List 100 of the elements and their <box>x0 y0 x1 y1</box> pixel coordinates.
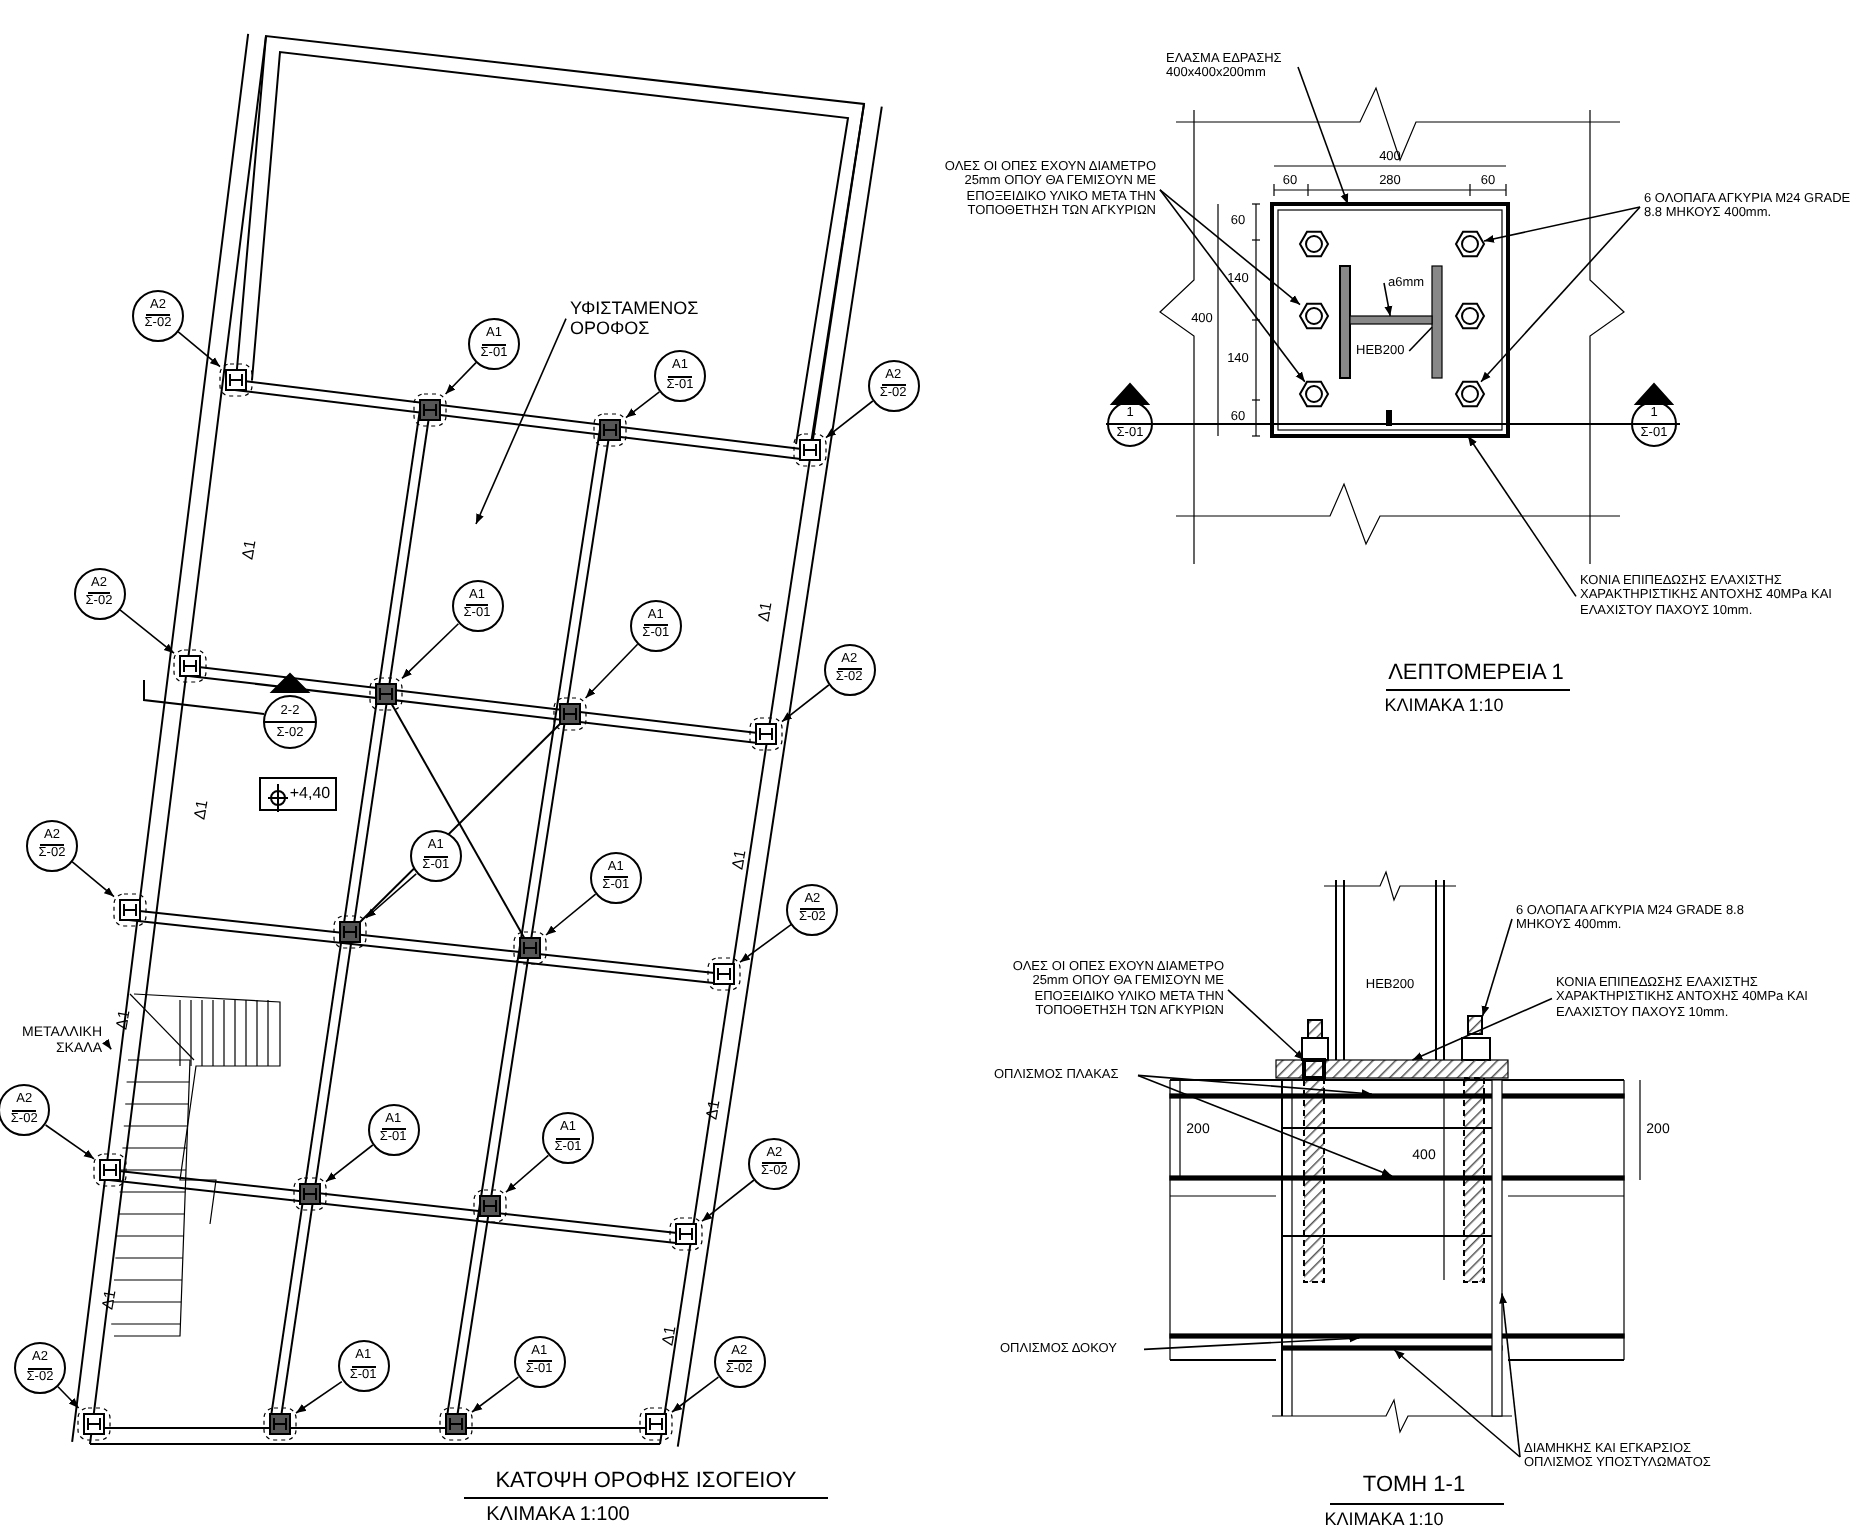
leader-line <box>739 923 793 963</box>
beam-tag: Δ1 <box>660 1324 680 1348</box>
leader-line <box>1137 1074 1373 1098</box>
leader-line <box>781 684 830 723</box>
steel-column <box>113 893 147 927</box>
leader-line <box>44 1124 95 1160</box>
leader-line <box>1393 1349 1521 1458</box>
bolt-hole <box>1302 1058 1326 1080</box>
detail-callout-bubble <box>14 1342 66 1394</box>
leader-line <box>444 361 477 395</box>
steel-column <box>93 1153 127 1187</box>
leader-line <box>1383 282 1393 317</box>
leader-line <box>505 1154 550 1193</box>
steel-column <box>219 363 253 397</box>
steel-column <box>439 1407 473 1441</box>
detail-callout-bubble <box>542 1112 594 1165</box>
detail-callout-bubble <box>73 567 125 620</box>
beam-tag: Δ1 <box>756 600 776 624</box>
steel-column <box>333 915 367 949</box>
leader-line <box>471 1376 520 1413</box>
detail-callout-bubble <box>367 1103 420 1155</box>
leader-line <box>71 860 115 898</box>
drawing-title: ΚΑΤΟΨΗ ΟΡΟΦΗΣ ΙΣΟΓΕΙΟΥ <box>495 1471 797 1493</box>
base-plate <box>1270 202 1510 438</box>
steel-column <box>263 1407 297 1441</box>
beam-tag: Δ1 <box>240 538 260 562</box>
drawing-title: ΛΕΠΤΟΜΕΡΕΙΑ 1 <box>1388 663 1564 685</box>
detail-callout-bubble <box>337 1340 390 1393</box>
anchor-nut <box>1454 302 1486 330</box>
leader-line <box>1499 1292 1521 1458</box>
leader-line <box>401 623 460 680</box>
level-value: +4,40 <box>289 786 331 802</box>
anchor-nut <box>1454 230 1486 258</box>
beam-tag: Δ1 <box>114 1008 134 1032</box>
leader-line <box>1481 918 1513 1017</box>
leader-line <box>57 1386 80 1409</box>
steel-column <box>473 1189 507 1223</box>
anchor-nut <box>1461 1015 1491 1061</box>
detail-callout-bubble <box>713 1335 766 1388</box>
leader-line <box>1467 435 1577 598</box>
reinforcement-bar <box>1491 1079 1503 1417</box>
leader-line <box>625 391 661 419</box>
detail-callout-bubble <box>589 851 642 904</box>
beam-tag: Δ1 <box>730 848 750 872</box>
anchor-nut <box>1298 230 1330 258</box>
detail-callout-bubble <box>654 350 706 402</box>
detail-callout-bubble <box>823 643 876 695</box>
leader-line <box>1480 206 1641 383</box>
scale-label: ΚΛΙΜΑΚΑ 1:100 <box>486 1506 630 1526</box>
leader-line <box>325 1144 374 1183</box>
leader-line <box>1159 189 1306 383</box>
leader-line <box>1137 1074 1393 1177</box>
anchor-nut <box>1454 380 1486 408</box>
steel-column <box>593 413 627 447</box>
steel-column <box>553 697 587 731</box>
detail-callout-bubble <box>629 599 682 652</box>
leader-line <box>584 643 639 699</box>
column-flange <box>1431 265 1443 379</box>
leader-line <box>1483 206 1641 243</box>
leader-line <box>825 400 874 439</box>
base-plate <box>1275 1058 1509 1080</box>
scale-label: ΚΛΙΜΑΚΑ 1:10 <box>1324 1511 1444 1529</box>
detail-callout-bubble <box>132 289 184 341</box>
room-label: ΥΦΙΣΤΑΜΕΝΟΣ ΟΡΟΦΟΣ <box>570 298 730 340</box>
leader-line <box>1297 66 1349 205</box>
leader-line <box>177 330 221 368</box>
leader-line <box>1159 189 1301 306</box>
detail-callout-bubble <box>748 1137 801 1190</box>
detail-callout-bubble <box>0 1084 51 1137</box>
detail-callout-bubble <box>468 318 520 370</box>
steel-column <box>669 1217 703 1251</box>
detail-callout-bubble <box>26 819 78 871</box>
column-web <box>1349 315 1433 325</box>
detail-callout-bubble <box>513 1335 566 1388</box>
detail-callout-bubble <box>867 359 920 411</box>
steel-column <box>413 393 447 427</box>
leader-line <box>475 317 567 525</box>
detail-callout-bubble <box>409 830 462 883</box>
reinforcement-bar <box>1169 1333 1625 1339</box>
steel-column <box>707 957 741 991</box>
leader-line <box>295 1380 343 1414</box>
reinforcement-bar <box>1169 1093 1625 1099</box>
steel-column <box>77 1407 111 1441</box>
steel-column <box>173 649 207 683</box>
steel-column <box>749 717 783 751</box>
steel-column <box>369 677 403 711</box>
detail-callout-bubble <box>451 579 503 632</box>
steel-column <box>513 931 547 965</box>
steel-column <box>293 1177 327 1211</box>
steel-column <box>639 1407 673 1441</box>
leader-line <box>1227 989 1305 1061</box>
steel-column <box>793 433 827 467</box>
beam-tag: Δ1 <box>192 798 212 822</box>
leader-line <box>671 1376 720 1413</box>
leader-line <box>365 873 417 919</box>
leader-line <box>118 608 175 654</box>
leader-line <box>102 1038 112 1050</box>
drawing-title: ΤΟΜΗ 1-1 <box>1362 1475 1466 1497</box>
leader-line <box>545 893 597 936</box>
detail-callout-bubble <box>786 883 839 935</box>
